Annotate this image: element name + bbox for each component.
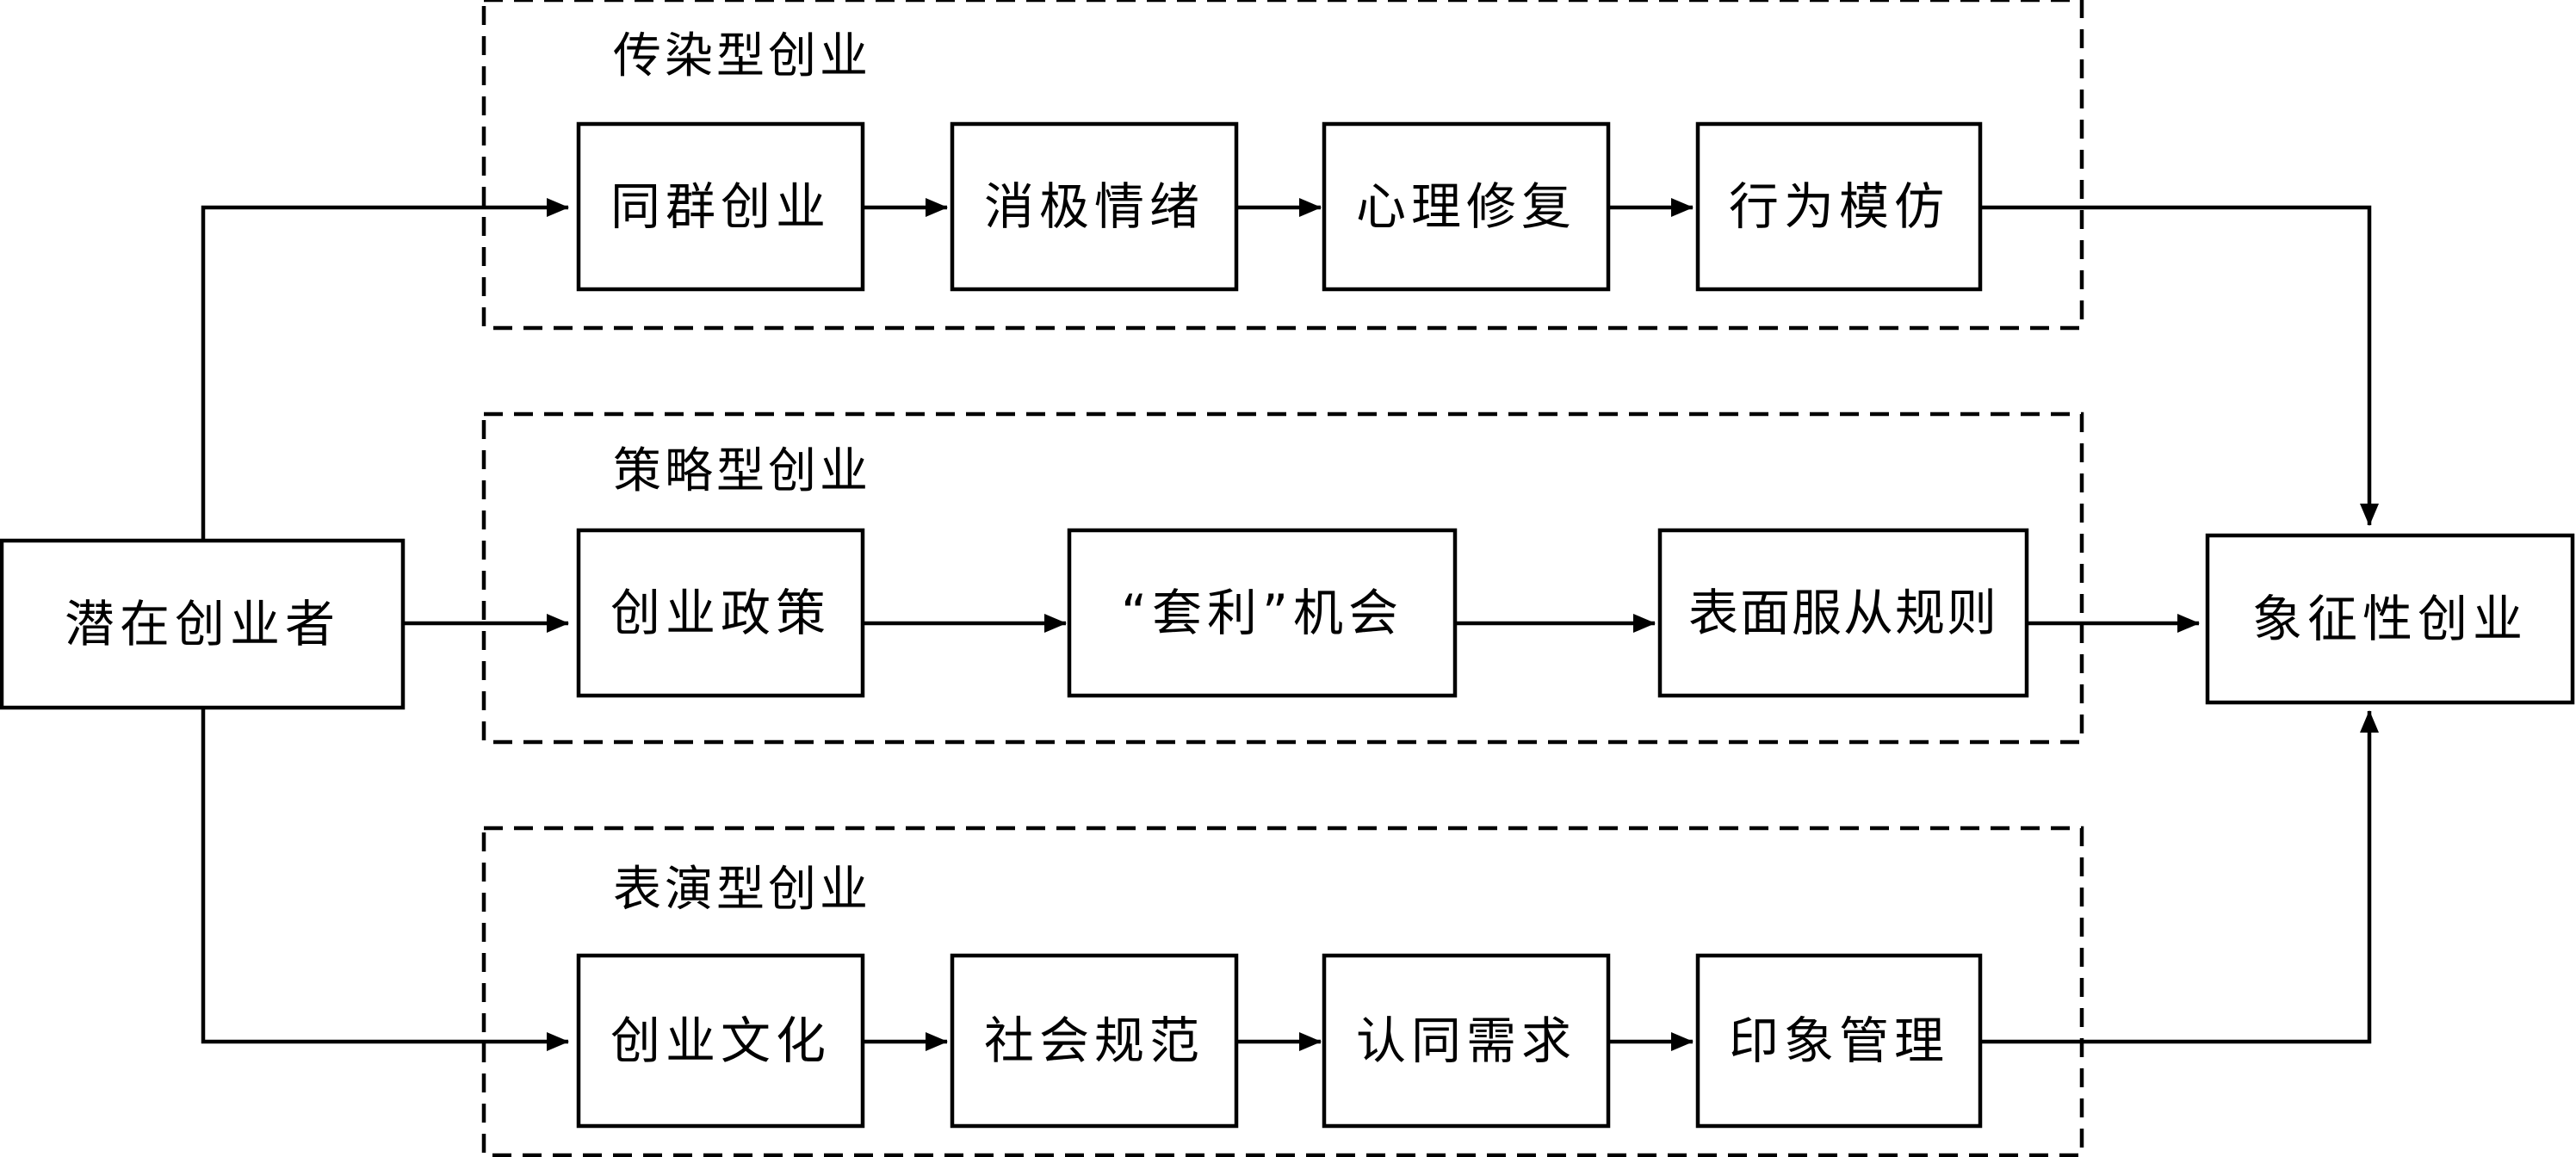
group-performative: 表演型创业 bbox=[481, 826, 2084, 1157]
node-entrepreneurship-policy: 创业政策 bbox=[576, 528, 865, 698]
connectors bbox=[201, 198, 2379, 1051]
node-impression-management: 印象管理 bbox=[1695, 953, 1983, 1129]
group-performative-label: 表演型创业 bbox=[613, 862, 871, 918]
node-psychological-repair-box bbox=[1322, 121, 1611, 292]
arrow-potential-to-contagion bbox=[201, 198, 569, 541]
arrow-performative-to-symbolic bbox=[1980, 710, 2379, 1044]
node-entrepreneurship-policy-label: 创业政策 bbox=[610, 584, 831, 642]
node-surface-compliance: 表面服从规则 bbox=[1657, 528, 2029, 698]
node-negative-emotion-box bbox=[950, 121, 1239, 292]
node-peer-entrepreneurship-box bbox=[576, 121, 865, 292]
node-symbolic-entrepreneurship-label: 象征性创业 bbox=[2252, 590, 2528, 648]
node-potential-entrepreneur-label: 潜在创业者 bbox=[65, 595, 340, 653]
arrow-potential-to-performative bbox=[201, 708, 569, 1051]
node-impression-management-box bbox=[1695, 953, 1983, 1129]
arrow-contagion-to-symbolic bbox=[1980, 205, 2379, 526]
node-surface-compliance-label: 表面服从规则 bbox=[1688, 584, 1998, 642]
node-impression-management-label: 印象管理 bbox=[1729, 1012, 1949, 1070]
node-social-norms: 社会规范 bbox=[950, 953, 1239, 1129]
group-strategic-label: 策略型创业 bbox=[613, 443, 871, 499]
group-contagion: 传染型创业 bbox=[481, 0, 2084, 331]
node-symbolic-entrepreneurship: 象征性创业 bbox=[2205, 533, 2575, 705]
node-entrepreneurship-culture-box bbox=[576, 953, 865, 1129]
node-potential-entrepreneur-box bbox=[0, 538, 406, 710]
node-psychological-repair: 心理修复 bbox=[1322, 121, 1611, 292]
group-strategic-frame bbox=[481, 411, 2084, 745]
node-entrepreneurship-culture-label: 创业文化 bbox=[610, 1012, 831, 1070]
group-performative-frame bbox=[481, 826, 2084, 1157]
node-identity-need-label: 认同需求 bbox=[1356, 1012, 1576, 1070]
node-negative-emotion-label: 消极情绪 bbox=[984, 177, 1204, 236]
node-social-norms-label: 社会规范 bbox=[984, 1012, 1204, 1070]
group-contagion-label: 传染型创业 bbox=[613, 28, 871, 84]
node-behavior-imitation: 行为模仿 bbox=[1695, 121, 1983, 292]
node-arbitrage-opportunity-box bbox=[1067, 528, 1458, 698]
node-negative-emotion: 消极情绪 bbox=[950, 121, 1239, 292]
node-potential-entrepreneur: 潜在创业者 bbox=[0, 538, 406, 710]
node-entrepreneurship-policy-box bbox=[576, 528, 865, 698]
group-contagion-frame bbox=[481, 0, 2084, 331]
node-peer-entrepreneurship: 同群创业 bbox=[576, 121, 865, 292]
node-behavior-imitation-label: 行为模仿 bbox=[1729, 177, 1949, 236]
node-peer-entrepreneurship-label: 同群创业 bbox=[610, 177, 831, 236]
node-social-norms-box bbox=[950, 953, 1239, 1129]
node-arbitrage-opportunity-label: “套利”机会 bbox=[1121, 584, 1403, 642]
node-identity-need-box bbox=[1322, 953, 1611, 1129]
node-behavior-imitation-box bbox=[1695, 121, 1983, 292]
group-strategic: 策略型创业 bbox=[481, 411, 2084, 745]
node-entrepreneurship-culture: 创业文化 bbox=[576, 953, 865, 1129]
node-symbolic-entrepreneurship-box bbox=[2205, 533, 2575, 705]
node-arbitrage-opportunity: “套利”机会 bbox=[1067, 528, 1458, 698]
node-psychological-repair-label: 心理修复 bbox=[1356, 177, 1576, 236]
node-surface-compliance-box bbox=[1657, 528, 2029, 698]
node-identity-need: 认同需求 bbox=[1322, 953, 1611, 1129]
